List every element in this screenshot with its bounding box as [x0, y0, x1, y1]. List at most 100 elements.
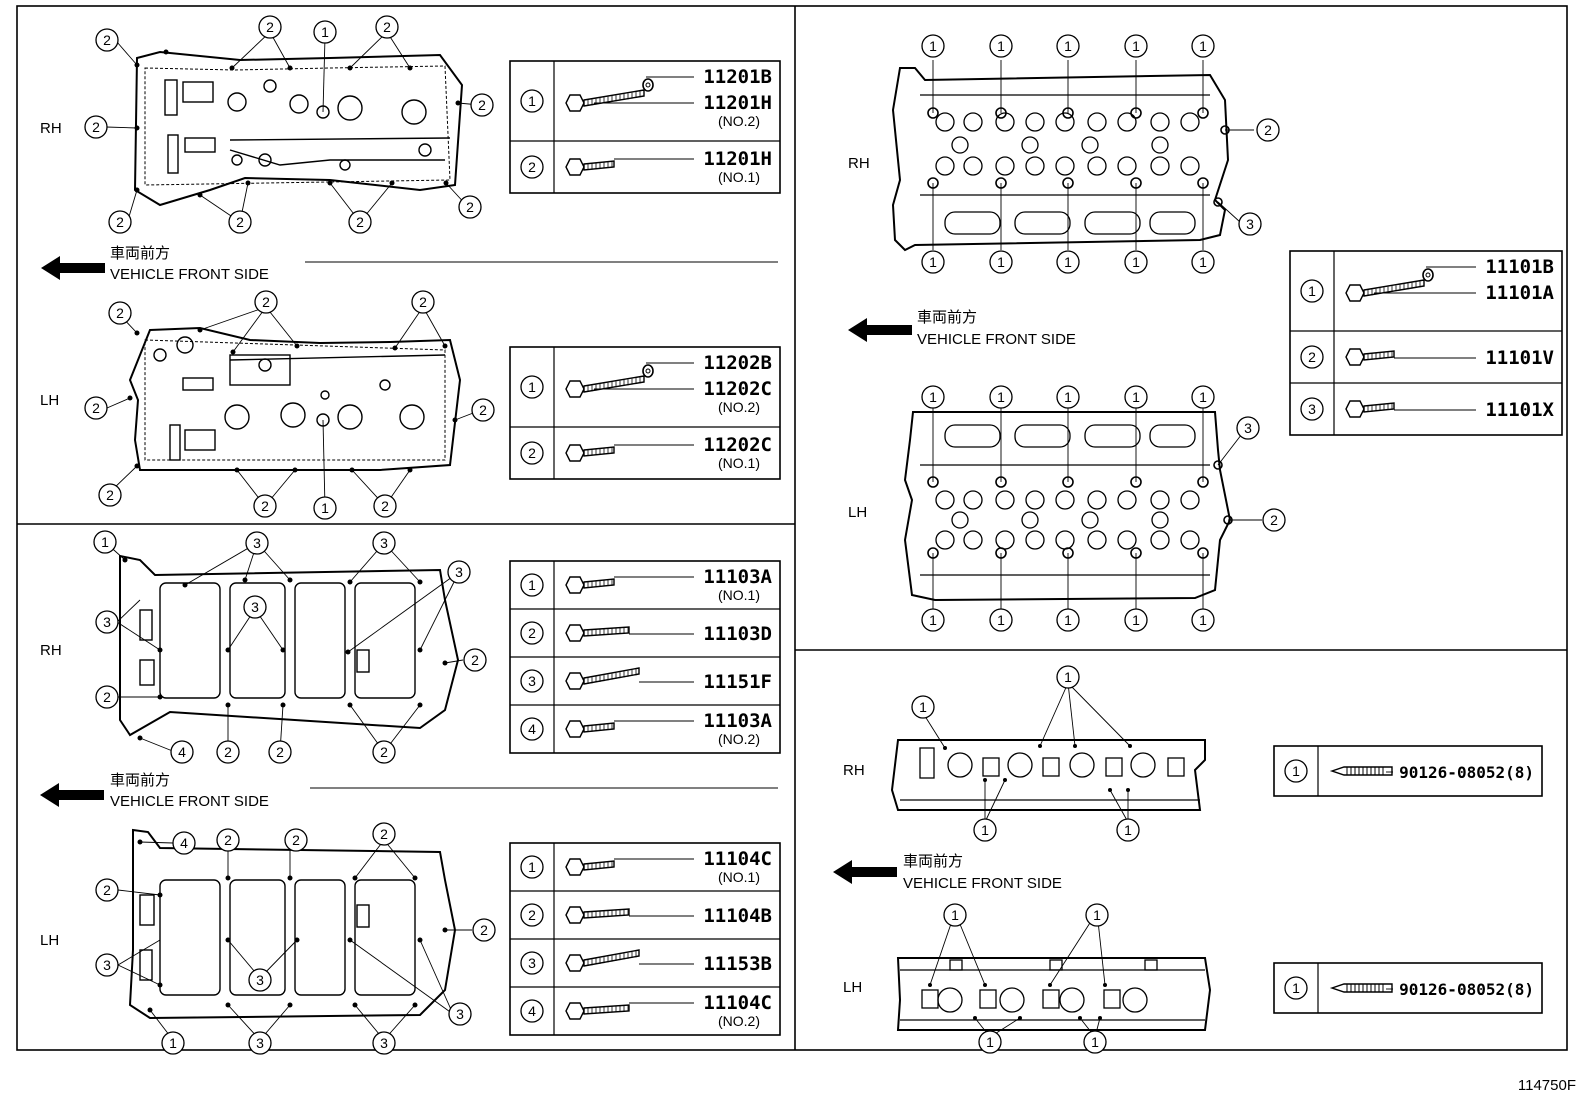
- svg-text:1: 1: [1093, 907, 1101, 923]
- bolt-icon: [565, 906, 630, 924]
- row-number-marker: 1: [1284, 976, 1308, 1000]
- bolt-icon: [565, 624, 630, 642]
- callout-marker: 1: [1083, 1030, 1107, 1054]
- callout-marker: 1: [989, 385, 1013, 409]
- svg-text:1: 1: [1199, 612, 1207, 628]
- svg-text:1: 1: [169, 1035, 177, 1051]
- svg-text:1: 1: [101, 534, 109, 550]
- callout-marker: 1: [1056, 665, 1080, 689]
- row-number-marker: 1: [520, 89, 544, 113]
- front-label-en: VEHICLE FRONT SIDE: [917, 331, 1076, 348]
- stud-bolt-icon: [1329, 766, 1393, 776]
- front-label-jp: 車両前方: [903, 853, 963, 870]
- svg-text:1: 1: [1064, 669, 1072, 685]
- stud-bolt-icon: [1329, 983, 1393, 993]
- svg-text:1: 1: [929, 38, 937, 54]
- svg-text:2: 2: [224, 744, 232, 760]
- part-number: 11153B: [703, 953, 772, 975]
- bolt-icon: [565, 78, 654, 112]
- bolt-icon: [1345, 348, 1395, 366]
- callout-marker: 1: [1191, 250, 1215, 274]
- svg-text:3: 3: [1244, 420, 1252, 436]
- svg-text:3: 3: [380, 535, 388, 551]
- callout-marker: 1: [921, 385, 945, 409]
- callout-marker: 2: [372, 822, 396, 846]
- callout-marker: 2: [98, 483, 122, 507]
- callout-marker: 3: [248, 1031, 272, 1055]
- rh-label: RH: [40, 120, 62, 137]
- svg-text:2: 2: [356, 214, 364, 230]
- svg-text:3: 3: [456, 1006, 464, 1022]
- lh-label: LH: [848, 504, 867, 521]
- callout-marker: 1: [1056, 250, 1080, 274]
- svg-text:3: 3: [1308, 401, 1316, 417]
- part-note: (NO.2): [718, 113, 760, 129]
- part-note: (NO.1): [718, 169, 760, 185]
- svg-text:1: 1: [321, 24, 329, 40]
- callout-marker: 1: [978, 1030, 1002, 1054]
- part-note: (NO.2): [718, 399, 760, 415]
- callout-marker: 1: [989, 608, 1013, 632]
- row-number-marker: 4: [520, 717, 544, 741]
- callout-marker: 1: [921, 250, 945, 274]
- parts-table-row: 3 11153B: [510, 938, 780, 975]
- part-number: 11103D: [703, 623, 772, 645]
- callout-marker: 1: [1124, 608, 1148, 632]
- callout-marker: 2: [84, 396, 108, 420]
- bolt-icon: [1345, 400, 1395, 418]
- lh-label: LH: [40, 932, 59, 949]
- svg-text:3: 3: [528, 673, 536, 689]
- row-number-marker: 2: [520, 903, 544, 927]
- row-number-marker: 1: [520, 855, 544, 879]
- callout-marker: 1: [911, 695, 935, 719]
- panel-frames: [16, 5, 1568, 1051]
- part-number: 11201H: [703, 92, 772, 114]
- svg-text:2: 2: [103, 882, 111, 898]
- rh-label: RH: [843, 762, 865, 779]
- svg-text:2: 2: [262, 294, 270, 310]
- svg-text:1: 1: [1064, 612, 1072, 628]
- callout-marker: 1: [1191, 34, 1215, 58]
- callout-marker: 1: [161, 1031, 185, 1055]
- stud-rh-drawing: [890, 739, 1206, 811]
- svg-text:2: 2: [1270, 512, 1278, 528]
- row-number-marker: 3: [520, 951, 544, 975]
- callout-marker: 2: [84, 115, 108, 139]
- front-label-jp: 車両前方: [110, 772, 170, 789]
- figure-number: 114750F: [1518, 1077, 1576, 1094]
- callout-marker: 2: [458, 195, 482, 219]
- svg-text:4: 4: [528, 1003, 536, 1019]
- side-labels: RH LH RH LH RH LH RH LH: [40, 120, 870, 996]
- callout-marker: 1: [973, 818, 997, 842]
- callout-marker: 3: [248, 968, 272, 992]
- callout-marker: 2: [258, 15, 282, 39]
- svg-text:3: 3: [256, 972, 264, 988]
- front-label-jp: 車両前方: [917, 309, 977, 326]
- svg-text:1: 1: [528, 93, 536, 109]
- svg-text:1: 1: [929, 389, 937, 405]
- callout-marker: 1: [943, 903, 967, 927]
- svg-text:2: 2: [381, 498, 389, 514]
- cylinder-head-rh-drawing: [891, 67, 1230, 252]
- svg-text:1: 1: [1132, 389, 1140, 405]
- part-note: (NO.1): [718, 869, 760, 885]
- callout-marker: 2: [108, 210, 132, 234]
- callout-marker: 2: [411, 290, 435, 314]
- bolt-icon: [565, 1002, 630, 1020]
- bolt-icon: [565, 667, 640, 690]
- callout-marker: 1: [1191, 608, 1215, 632]
- svg-text:3: 3: [380, 1035, 388, 1051]
- svg-text:1: 1: [321, 500, 329, 516]
- callout-marker: 3: [447, 560, 471, 584]
- svg-text:2: 2: [92, 400, 100, 416]
